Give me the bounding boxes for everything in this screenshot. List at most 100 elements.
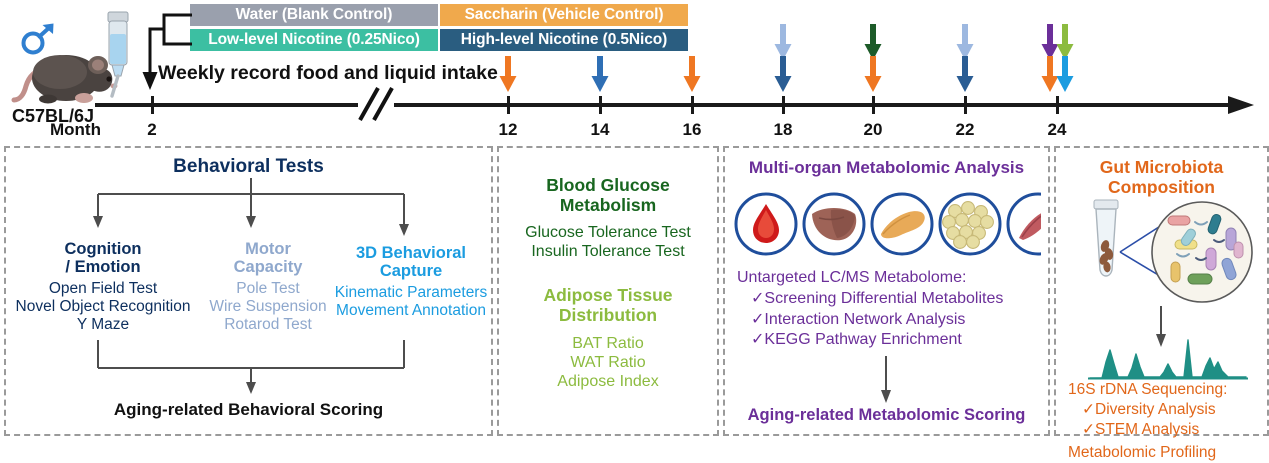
liver-icon bbox=[802, 192, 866, 256]
tick-month-2 bbox=[151, 96, 154, 114]
metabolomic-footer: Aging-related Metabolomic Scoring bbox=[747, 406, 1026, 424]
organ-icon-row bbox=[734, 192, 1041, 256]
sample-tube-icon bbox=[1093, 199, 1119, 277]
legend-item-low-nicotine: Low-level Nicotine (0.25Nico) bbox=[190, 29, 438, 51]
adipose-title: Adipose Tissue Distribution bbox=[499, 285, 717, 325]
tick-month-12 bbox=[507, 96, 510, 114]
light-blue-arrow-month-22 bbox=[956, 24, 974, 60]
adipose-items: BAT Ratio WAT Ratio Adipose Index bbox=[499, 334, 717, 392]
metabolomic-check-3-label: KEGG Pathway Enrichment bbox=[764, 331, 962, 349]
orange-arrow-month-24 bbox=[1041, 56, 1059, 92]
behavioral-column-cognition: Cognition / Emotion Open Field Test Nove… bbox=[8, 240, 198, 334]
capture-heading-line2: Capture bbox=[379, 262, 443, 281]
microbiota-illustration bbox=[1093, 199, 1253, 303]
capture-heading: 3D Behavioral Capture bbox=[332, 244, 490, 281]
light-blue-arrow-month-18 bbox=[774, 24, 792, 60]
panel-metabolomic: Multi-organ Metabolomic Analysis bbox=[723, 146, 1050, 436]
glucose-items: Glucose Tolerance Test Insulin Tolerance… bbox=[499, 223, 717, 261]
legend-bracket bbox=[142, 13, 192, 90]
metabolomic-lead-in: Untargeted LC/MS Metabolome: bbox=[737, 269, 967, 286]
dark-blue-arrow-month-22 bbox=[956, 56, 974, 92]
microbiota-methods: 16S rDNA Sequencing: ✓Diversity Analysis… bbox=[1068, 380, 1227, 463]
cognition-heading-line1: Cognition bbox=[64, 240, 142, 258]
metabolomic-check-2: ✓Interaction Network Analysis bbox=[751, 310, 1003, 331]
glucose-title-line1: Blood Glucose bbox=[546, 175, 670, 195]
motor-item-3: Rotarod Test bbox=[224, 316, 312, 334]
microbiota-title: Gut Microbiota Composition bbox=[1056, 157, 1267, 197]
behavioral-column-3d-capture: 3D Behavioral Capture Kinematic Paramete… bbox=[332, 244, 490, 320]
cognition-item-1: Open Field Test bbox=[48, 279, 158, 297]
muscle-icon bbox=[1006, 192, 1041, 256]
legend-label-water: Water (Blank Control) bbox=[235, 6, 393, 23]
motor-item-2: Wire Suspension bbox=[209, 298, 327, 316]
legend-label-low-nicotine: Low-level Nicotine (0.25Nico) bbox=[208, 31, 420, 48]
cognition-item-3: Y Maze bbox=[76, 316, 130, 334]
tick-month-22 bbox=[964, 96, 967, 114]
cognition-heading: Cognition / Emotion bbox=[8, 240, 198, 277]
microbiota-title-line1: Gut Microbiota bbox=[1099, 157, 1224, 177]
purple-arrow-month-24 bbox=[1041, 24, 1059, 60]
axis-title: Month bbox=[50, 120, 101, 139]
legend-item-water: Water (Blank Control) bbox=[190, 4, 438, 26]
tick-label-month-14: 14 bbox=[590, 120, 610, 139]
animal-group: C57BL/6J bbox=[6, 8, 152, 128]
tick-label-month-16: 16 bbox=[682, 120, 702, 139]
behavioral-title: Behavioral Tests bbox=[173, 156, 324, 177]
check-mark-icon: ✓ bbox=[751, 331, 765, 349]
cognition-heading-line2: / Emotion bbox=[65, 258, 141, 277]
behavioral-merge-arrow bbox=[97, 340, 405, 394]
metabolomic-check-3: ✓KEGG Pathway Enrichment bbox=[751, 330, 1003, 351]
capture-heading-line1: 3D Behavioral bbox=[355, 244, 467, 262]
tick-label-month-24: 24 bbox=[1047, 120, 1067, 139]
metabolomic-check-1: ✓Screening Differential Metabolites bbox=[751, 289, 1003, 310]
orange-arrow-month-16 bbox=[683, 56, 701, 92]
metabolomic-check-2-label: Interaction Network Analysis bbox=[764, 310, 966, 328]
adipose-icon bbox=[938, 192, 1002, 256]
microbiota-check-2-label: STEM Analysis bbox=[1095, 420, 1200, 438]
legend-item-saccharin: Saccharin (Vehicle Control) bbox=[440, 4, 688, 26]
weekly-record-note: Weekly record food and liquid intake bbox=[158, 62, 498, 84]
microbiota-lead-in: 16S rDNA Sequencing: bbox=[1068, 381, 1228, 398]
mouse-icon bbox=[11, 55, 118, 104]
legend-label-saccharin: Saccharin (Vehicle Control) bbox=[464, 6, 664, 23]
metabolomic-methods: Untargeted LC/MS Metabolome: ✓Screening … bbox=[737, 268, 1003, 351]
check-mark-icon: ✓ bbox=[1082, 400, 1095, 418]
tick-month-18 bbox=[782, 96, 785, 114]
capture-item-2: Movement Annotation bbox=[336, 302, 486, 320]
adipose-item-1: BAT Ratio bbox=[572, 335, 644, 352]
strain-label: C57BL/6J bbox=[12, 106, 95, 126]
metabolomic-down-arrow bbox=[881, 356, 891, 403]
adipose-title-line1: Adipose Tissue bbox=[543, 285, 673, 305]
tick-label-month-18: 18 bbox=[773, 120, 793, 139]
microbiota-title-line2: Composition bbox=[1108, 176, 1215, 197]
glucose-title: Blood Glucose Metabolism bbox=[499, 175, 717, 215]
motor-heading-line1: Motor bbox=[245, 240, 291, 258]
microbiota-footer: Metabolomic Profiling bbox=[1068, 444, 1217, 462]
microbiota-check-1: ✓Diversity Analysis bbox=[1082, 400, 1227, 420]
behavioral-branch-arrows bbox=[93, 178, 409, 236]
motor-heading: Motor Capacity bbox=[198, 240, 338, 277]
axis-break-marker bbox=[358, 87, 394, 121]
motor-item-1: Pole Test bbox=[236, 279, 300, 297]
blood-drop-icon bbox=[734, 192, 798, 256]
panel-microbiota: Gut Microbiota Composition bbox=[1054, 146, 1269, 461]
adipose-title-line2: Distribution bbox=[558, 304, 658, 325]
blue-arrow-month-14 bbox=[591, 56, 609, 92]
cognition-item-2: Novel Object Recognition bbox=[15, 298, 191, 316]
motor-heading-line2: Capacity bbox=[233, 258, 303, 277]
tick-month-16 bbox=[691, 96, 694, 114]
check-mark-icon: ✓ bbox=[751, 310, 765, 328]
microbiota-down-arrow bbox=[1156, 306, 1166, 347]
panel-behavioral-tests: Behavioral Tests Cognition / Emotion Ope… bbox=[4, 146, 493, 436]
microbiota-check-2: ✓STEM Analysis bbox=[1082, 420, 1227, 440]
tick-label-month-22: 22 bbox=[955, 120, 975, 139]
metabolomic-title: Multi-organ Metabolomic Analysis bbox=[748, 158, 1025, 177]
cyan-arrow-month-24 bbox=[1056, 56, 1074, 92]
legend-item-high-nicotine: High-level Nicotine (0.5Nico) bbox=[440, 29, 688, 51]
microbiota-check-1-label: Diversity Analysis bbox=[1095, 400, 1216, 418]
glucose-title-line2: Metabolism bbox=[559, 194, 657, 215]
capture-item-1: Kinematic Parameters bbox=[334, 283, 488, 301]
adipose-item-3: Adipose Index bbox=[557, 373, 659, 391]
legend-label-high-nicotine: High-level Nicotine (0.5Nico) bbox=[460, 31, 668, 48]
orange-arrow-month-12 bbox=[499, 56, 517, 92]
